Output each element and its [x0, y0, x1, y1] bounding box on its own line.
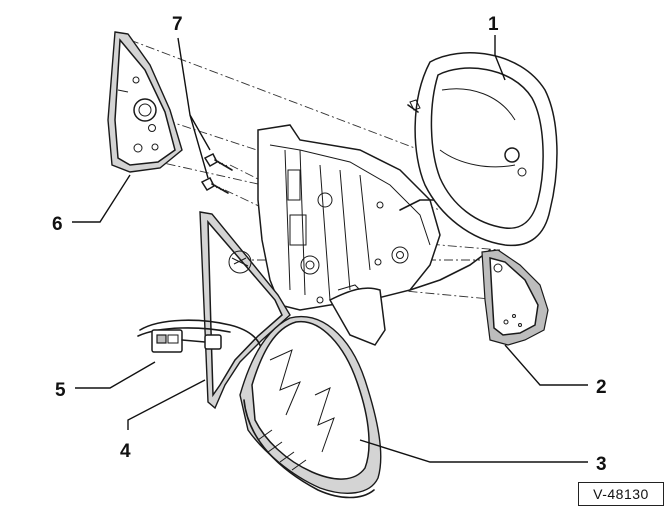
- part-2-cover-cap: [481, 249, 549, 346]
- part-6-triangle-cover: [107, 31, 183, 173]
- callout-7: 7: [172, 14, 183, 35]
- callout-3: 3: [596, 454, 607, 475]
- part-5-connector: [137, 319, 263, 356]
- part-7-screws: [200, 152, 233, 194]
- callout-6: 6: [52, 214, 63, 235]
- part-3-mirror-glass: [239, 315, 382, 499]
- callouts: 1 7 6 5 4 2 3: [52, 14, 607, 475]
- mirror-base-bracket: [257, 124, 491, 346]
- callout-4: 4: [120, 441, 131, 462]
- part-1-mirror-housing: [407, 52, 558, 247]
- callout-5: 5: [55, 380, 66, 401]
- callout-2: 2: [596, 377, 607, 398]
- callout-1: 1: [488, 14, 499, 35]
- figure-reference-label: V-48130: [578, 482, 664, 506]
- leader-lines: [72, 35, 588, 463]
- part-4-inner-trim: [199, 211, 291, 410]
